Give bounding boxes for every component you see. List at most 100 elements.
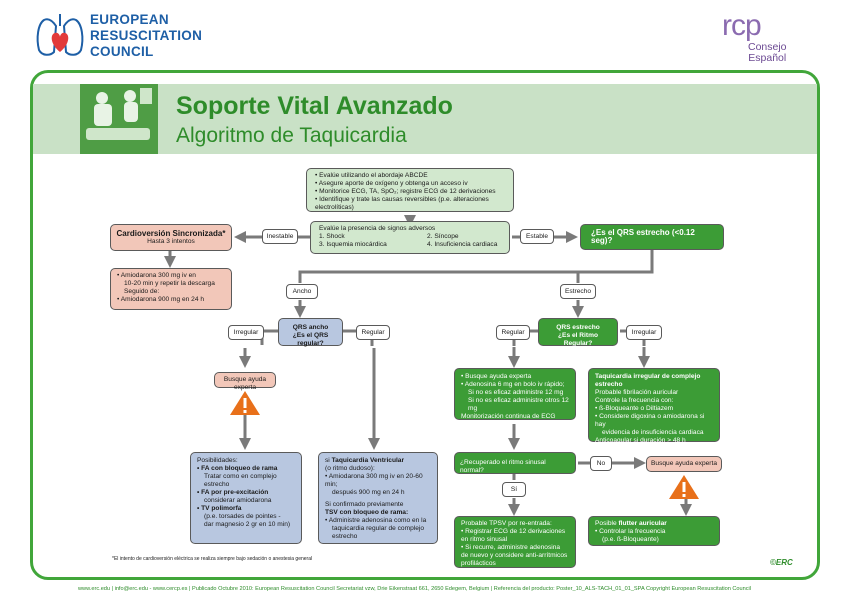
resuscitation-photo [80, 84, 158, 154]
assessment-box: Evalúe utilizando el abordaje ABCDE Aseg… [306, 168, 514, 212]
cardioversion-sub: Hasta 3 intentos [147, 238, 195, 245]
amiodarona-box: Amiodarona 300 mg iv en 10-20 min y repe… [110, 268, 232, 310]
flutter-box: Posible flutter auricular Controlar la f… [588, 516, 720, 546]
assess-item: Evalúe utilizando el abordaje ABCDE [315, 172, 505, 180]
posib-sub: considerar amiodarona [204, 497, 272, 504]
rcp-logo: rcp Consejo Español [722, 10, 792, 68]
amio-line: Seguido de: [124, 288, 160, 295]
label-estable: Estable [520, 229, 554, 244]
flutter-line: (p.e. ß-Bloqueante) [602, 536, 659, 543]
assess-item: Asegure aporte de oxígeno y obtenga un a… [315, 180, 505, 188]
label-regular-estrecho: Regular [496, 325, 530, 340]
flutter-line: Controlar la frecuencia [595, 528, 713, 536]
label-ancho: Ancho [286, 284, 318, 299]
vagal-line: Busque ayuda experta [461, 373, 569, 381]
recovered-question-box: ¿Recuperado el ritmo sinusal normal? [454, 452, 576, 474]
amio-line: 10-20 min y repetir la descarga [124, 280, 215, 287]
label-si: Sí [502, 482, 526, 497]
irreg-line: Probable fibrilación auricular [595, 389, 679, 396]
sign-item: 4. Insuficiencia cardiaca [427, 241, 498, 248]
qrs-width-question: ¿Es el QRS estrecho (<0.12 seg)? [580, 224, 724, 250]
irreg-line: Controle la frecuencia con: [595, 397, 674, 404]
vagal-line: Si no es eficaz administre 12 mg [468, 389, 564, 396]
irreg-line: ß-Bloqueante o Diltiazem [595, 405, 713, 413]
vagal-line: Adenosina 6 mg en bolo iv rápido; [461, 381, 569, 389]
expert-help-box-right: Busque ayuda experta [646, 456, 722, 472]
irreg-line: evidencia de insuficiencia cardiaca [602, 429, 704, 436]
footer: www.erc.edu | info@erc.edu - www.cercp.e… [78, 586, 752, 592]
tv-line: Si confirmado previamente [325, 501, 404, 508]
tpsv-line: Si recurre, administre adenosina de nuev… [461, 544, 569, 568]
assess-item: Identifique y trate las causas reversibl… [315, 196, 505, 212]
erc-line: COUNCIL [90, 44, 154, 59]
label-regular-ancho: Regular [356, 325, 390, 340]
tv-line: taquicardia regular de complejo [332, 525, 425, 532]
sign-item: 2. Síncope [427, 233, 459, 240]
posib-sub: Tratar como en complejo estrecho [204, 473, 277, 488]
tpsv-line: Registrar ECG de 12 derivaciones en ritm… [461, 528, 569, 544]
qrs-ancho-l1: QRS ancho [292, 324, 329, 331]
qrs-estrecho-box: QRS estrecho ¿Es el Ritmo Regular? [538, 318, 618, 347]
irregular-narrow-box: Taquicardia irregular de complejo estrec… [588, 368, 720, 444]
rcp-sub: Consejo Español [748, 42, 787, 64]
sign-item: 1. Shock [319, 233, 345, 240]
irreg-line: Considere digoxina o amiodarona si hay [595, 413, 713, 429]
cardioversion-title: Cardioversión Sincronizada* [116, 229, 226, 238]
qrs-estrecho-l2: ¿Es el Ritmo Regular? [558, 332, 598, 347]
tv-line: estrecho [332, 533, 358, 540]
tv-line: TSV con bloqueo de rama: [325, 509, 409, 516]
tv-line: (o ritmo dudoso): [325, 465, 375, 472]
adenosina-box: Busque ayuda experta Adenosina 6 mg en b… [454, 368, 576, 420]
tv-line: después 900 mg en 24 h [332, 489, 405, 496]
irreg-line: Anticoagular si duración > 48 h [595, 437, 686, 444]
erc-name: EUROPEAN RESUSCITATION COUNCIL [90, 12, 202, 60]
posib-item: TV polimorfa [197, 505, 295, 513]
rcp-sub-line: Español [748, 52, 787, 64]
tv-box: si Taquicardia Ventricular (o ritmo dudo… [318, 452, 438, 544]
label-no: No [590, 456, 612, 471]
label-irregular-ancho: Irregular [228, 325, 264, 340]
tv-line: Administre adenosina como en la [325, 517, 431, 525]
tv-line: Amiodarona 300 mg iv en 20-60 min; [325, 473, 431, 489]
erc-copyright-mark: ©ERC [770, 558, 793, 567]
page-title: Soporte Vital Avanzado [176, 92, 453, 120]
tpsv-line: Probable TPSV por re-entrada: [461, 520, 552, 527]
amio-line: Amiodarona 900 mg en 24 h [117, 296, 225, 304]
vagal-line: Monitorización continua de ECG [461, 413, 556, 420]
label-estrecho: Estrecho [560, 284, 596, 299]
flutter-line1: Posible flutter auricular [595, 520, 667, 527]
title-banner [33, 84, 817, 154]
label-irregular-estrecho: Irregular [626, 325, 662, 340]
heart-lungs-icon [36, 14, 84, 56]
cardioversion-box: Cardioversión Sincronizada* Hasta 3 inte… [110, 224, 232, 251]
qrs-ancho-l2: ¿Es el QRS regular? [292, 332, 329, 347]
posib-sub: dar magnesio 2 gr en 10 min) [204, 521, 291, 528]
qrs-ancho-box: QRS ancho ¿Es el QRS regular? [278, 318, 343, 347]
rcp-sub-line: Consejo [748, 41, 787, 53]
erc-logo [34, 12, 86, 62]
label-inestable: Inestable [262, 229, 298, 244]
erc-line: RESUSCITATION [90, 28, 203, 43]
posib-sub: (p.e. torsades de pointes - [204, 513, 281, 520]
rcp-wordmark: rcp [722, 9, 762, 42]
qrs-estrecho-l1: QRS estrecho [556, 324, 600, 331]
tv-line1: si Taquicardia Ventricular [325, 457, 405, 464]
vagal-line: Si no es eficaz administre otros 12 mg [468, 397, 569, 412]
posib-head: Posibilidades: [197, 457, 238, 464]
page-subtitle: Algoritmo de Taquicardia [176, 124, 407, 147]
footnote: *El intento de cardioversión eléctrica s… [112, 556, 313, 562]
posib-item: FA por pre-excitación [197, 489, 295, 497]
warning-icon [668, 474, 700, 500]
tpsv-box: Probable TPSV por re-entrada: Registrar … [454, 516, 576, 568]
signs-title: Evalúe la presencia de signos adversos [319, 225, 436, 232]
poster-frame [30, 70, 820, 580]
adverse-signs-box: Evalúe la presencia de signos adversos 1… [310, 221, 510, 254]
warning-icon [229, 390, 261, 416]
assess-item: Monitorice ECG, TA, SpO₂; registre ECG d… [315, 188, 505, 196]
expert-help-box-left: Busque ayuda experta [214, 372, 276, 391]
irreg-title: Taquicardia irregular de complejo estrec… [595, 373, 701, 388]
erc-line: EUROPEAN [90, 12, 169, 27]
amio-line: Amiodarona 300 mg iv en [117, 272, 225, 280]
posib-item: FA con bloqueo de rama [197, 465, 295, 473]
posibilidades-box: Posibilidades: FA con bloqueo de rama Tr… [190, 452, 302, 544]
